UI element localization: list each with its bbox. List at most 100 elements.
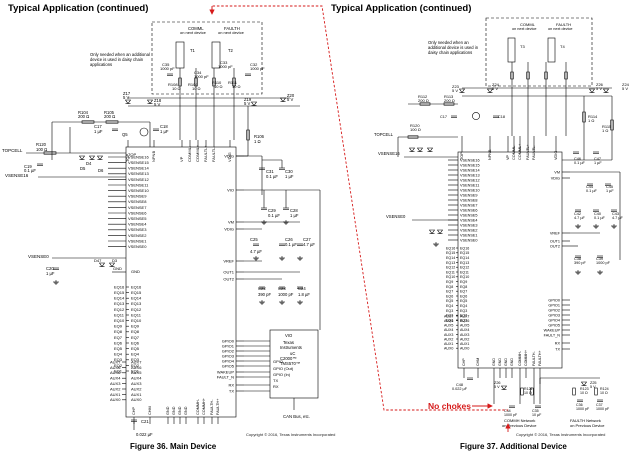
transformer-label: T3 bbox=[520, 44, 525, 49]
pin-label-eq: EQ6 bbox=[460, 294, 467, 298]
pin-label-right: VDIG bbox=[224, 153, 234, 158]
pin-label-vsense: VSENSE12 bbox=[128, 177, 149, 182]
cap-label: C35 bbox=[162, 62, 170, 67]
pin-label-right: VM bbox=[228, 219, 234, 224]
cap-value: 0.1 µF bbox=[574, 161, 586, 165]
resistor-label: R105 bbox=[104, 110, 115, 115]
resistor-rxx bbox=[526, 71, 530, 80]
cap-value: 0.1 µF bbox=[24, 168, 36, 173]
pin-label-right: OUT1 bbox=[223, 269, 234, 274]
cap-label: C39 bbox=[596, 257, 603, 261]
diode-d47 bbox=[108, 262, 116, 268]
resistor-value: 200 Ω bbox=[418, 98, 429, 103]
cap-label: C47 bbox=[594, 157, 601, 161]
cap-value: 1000 pF bbox=[596, 261, 611, 265]
pin-label-top: COMML+ bbox=[195, 144, 200, 162]
cap-value: 1000 pF bbox=[504, 413, 518, 417]
pin-label-eq: EQ9 bbox=[460, 280, 467, 284]
pin-label-aux: AUX4 bbox=[131, 376, 142, 381]
pin-label-top: COMML- bbox=[512, 144, 516, 160]
pin-label-bottom: GND bbox=[498, 358, 502, 366]
resistor-r112 bbox=[419, 102, 431, 106]
resistor-value: 10 Ω bbox=[232, 84, 241, 89]
pin-label-eq: EQ16 bbox=[460, 246, 469, 250]
zener-value: 5 V bbox=[452, 88, 458, 93]
pin-label-bottom: GND bbox=[178, 406, 182, 415]
faulth-note: on next device bbox=[218, 30, 245, 35]
zener-label: Z26 bbox=[494, 381, 501, 385]
pin-label-bottom: FAULTH- bbox=[532, 350, 536, 366]
cap-label: C33 bbox=[220, 60, 228, 65]
cap-label: C42 bbox=[574, 212, 581, 216]
pin-label-aux: AUX0 bbox=[460, 347, 469, 351]
pin-label-eq: EQ12 bbox=[131, 307, 142, 312]
pin-label-top: VDIG bbox=[554, 151, 558, 160]
mcu-label: C2000™ bbox=[280, 356, 297, 361]
header-right: Typical Application (continued) bbox=[331, 3, 472, 14]
resistor-value: 1 Ω bbox=[254, 139, 261, 144]
cap-label: C17 bbox=[94, 124, 102, 129]
pin-label-eq: EQ1 bbox=[131, 368, 140, 373]
diode-d4 bbox=[408, 147, 416, 153]
resistor-r104 bbox=[81, 120, 95, 124]
pin-label-bottom: CHP bbox=[132, 407, 136, 415]
pin-label-vsense: VSENSE15 bbox=[128, 160, 149, 165]
pin-label-bottom: GND bbox=[166, 406, 170, 415]
resistor-label: R106 bbox=[254, 134, 265, 139]
pin-label-eq: EQ5 bbox=[460, 299, 467, 303]
topcell-label: TOPCELL bbox=[374, 132, 394, 137]
pin-label-eq: EQ5 bbox=[131, 346, 140, 351]
pin-label-bottom: COMMH- bbox=[196, 398, 200, 415]
cap-value: 4.7 µF bbox=[250, 249, 262, 254]
copyright-left: Copyright © 2016, Texas Instruments Inco… bbox=[246, 432, 336, 437]
pin-label-top: VP bbox=[179, 156, 184, 162]
zener-z20 bbox=[279, 97, 287, 103]
pin-label-vsense: VSENSE1 bbox=[128, 238, 147, 243]
resistor-r123 bbox=[572, 387, 576, 396]
diode-d40 bbox=[428, 229, 436, 235]
pin-label-aux: AUX1 bbox=[110, 392, 121, 397]
pin-label-eq: EQ13 bbox=[460, 261, 469, 265]
zener-z26b bbox=[500, 385, 508, 391]
resistor-r113 bbox=[443, 102, 455, 106]
pin-label-right: TX bbox=[229, 388, 234, 393]
zener-label: Z19 bbox=[244, 97, 252, 102]
pin-label-vsense: VSENSE16 bbox=[128, 154, 149, 159]
resistor-r124 bbox=[594, 387, 598, 396]
cap-label: C44 bbox=[586, 185, 593, 189]
pin-label-eq: EQ8 bbox=[460, 285, 467, 289]
pin-label-bottom: GND bbox=[510, 358, 514, 366]
transistor-q5 bbox=[139, 127, 149, 137]
pin-label-eq: EQ7 bbox=[460, 290, 467, 294]
transistor-label: Q5 bbox=[122, 132, 128, 137]
diode-d41 bbox=[436, 229, 444, 235]
pin-label-eq: EQ11 bbox=[460, 270, 469, 274]
pin-label-top: TOP bbox=[128, 152, 136, 157]
cap-label: C28 bbox=[290, 208, 298, 213]
cap-label: C34 bbox=[504, 409, 511, 413]
pin-label-eq: EQ9 bbox=[446, 280, 453, 284]
pin-label-eq: EQ5 bbox=[446, 299, 453, 303]
pin-label-vsense: VSENSE11 bbox=[460, 183, 479, 187]
diode-d6 bbox=[426, 147, 434, 153]
pin-label-right: FAULT_N bbox=[217, 374, 234, 379]
cap-value: 0.022 µF bbox=[452, 387, 468, 391]
pin-label-top: FAULTL- bbox=[211, 146, 216, 162]
figure-caption-right: Figure 37. Additional Device bbox=[460, 442, 567, 451]
transformer-t1 bbox=[175, 41, 185, 69]
diode-d5 bbox=[416, 147, 424, 153]
cap-value: 4.7 µF bbox=[303, 242, 315, 247]
pin-label-aux: AUX1 bbox=[444, 342, 453, 346]
resistor-r114 bbox=[582, 111, 586, 123]
pin-label-aux: AUX3 bbox=[460, 333, 469, 337]
zener-z23 bbox=[458, 88, 466, 94]
cap-label: C38 bbox=[574, 257, 581, 261]
diode-d3 bbox=[98, 262, 106, 268]
cap-label: C26 bbox=[285, 237, 293, 242]
pin-label-vsense: VSENSE4 bbox=[128, 222, 147, 227]
pin-label-eq: EQ8 bbox=[114, 329, 123, 334]
pin-label-gnd: GND bbox=[131, 269, 140, 274]
diode-label: D47 bbox=[94, 258, 102, 263]
pin-label-right: RX bbox=[228, 382, 234, 387]
pin-label-eq: EQ4 bbox=[446, 304, 453, 308]
